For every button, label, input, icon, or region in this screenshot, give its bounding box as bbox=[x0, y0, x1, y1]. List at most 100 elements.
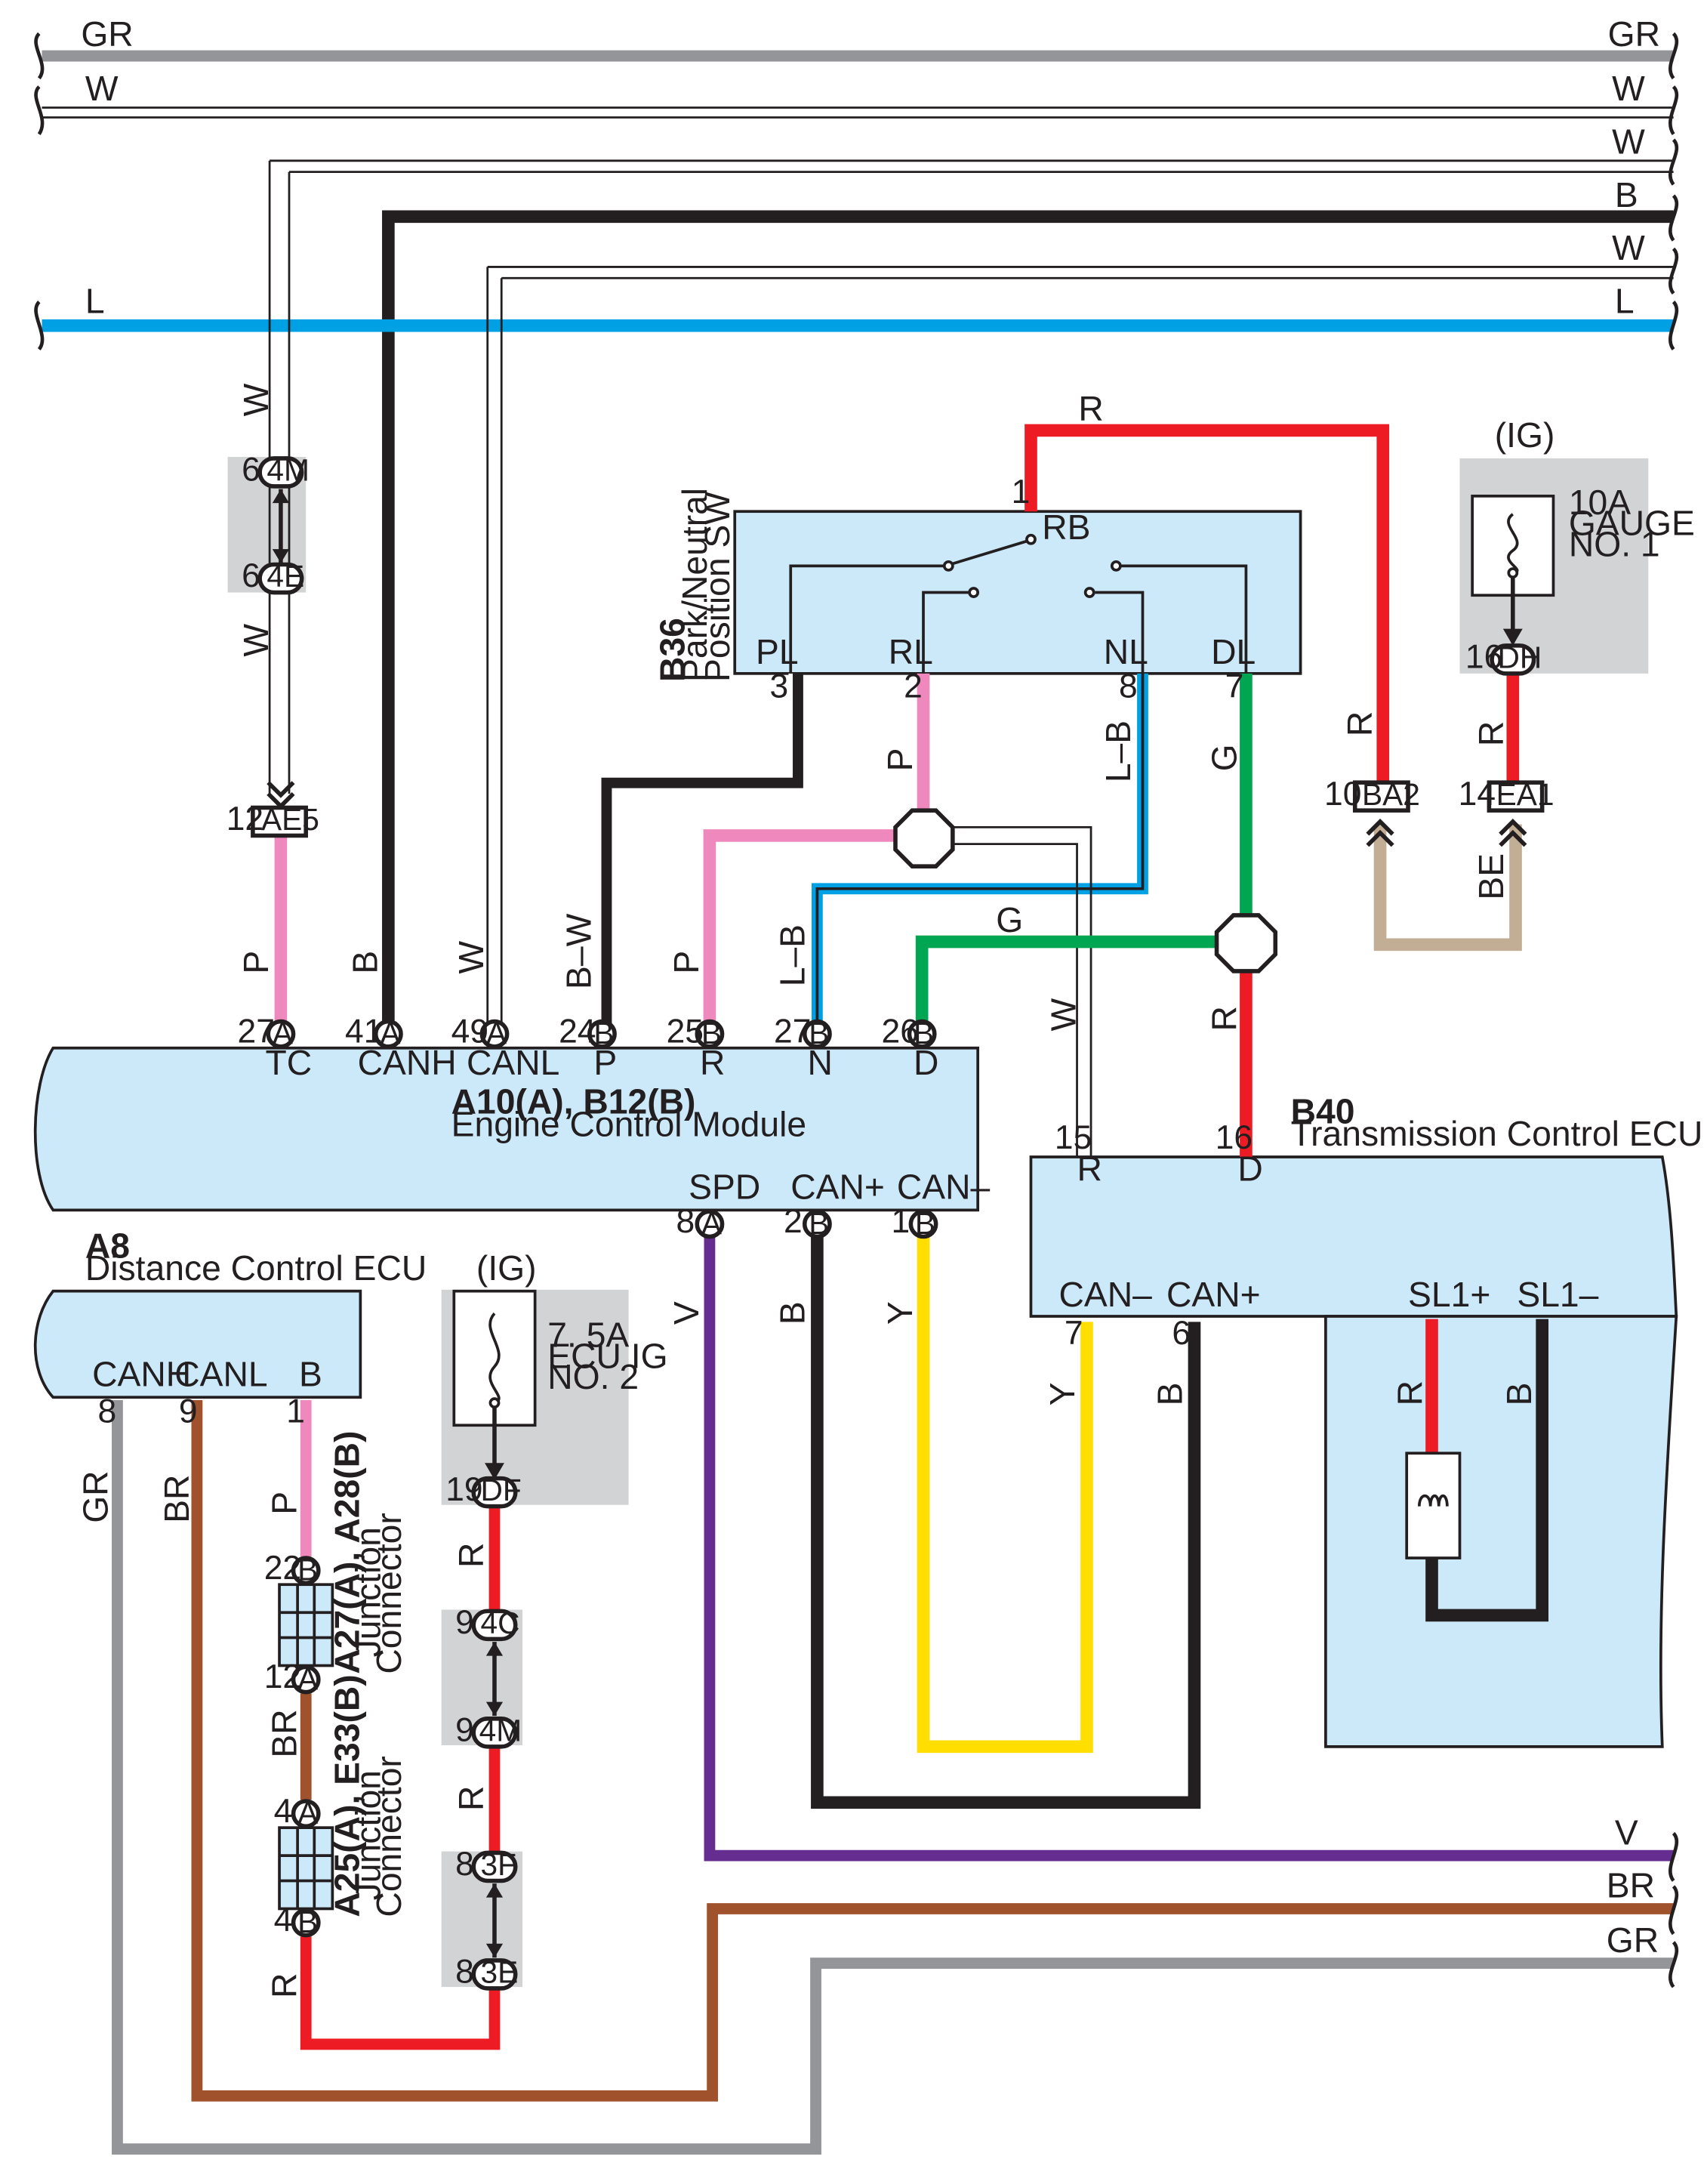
fuse-ecu-line1: 7. 5A bbox=[547, 1316, 629, 1355]
pin-7-tcu-canm: 7 bbox=[1065, 1315, 1083, 1352]
wire-y-canm bbox=[917, 1232, 1093, 1754]
wire-lb-nl bbox=[811, 673, 1148, 1027]
label-lb-n: L–B bbox=[773, 924, 812, 986]
label-bus-v-right: V bbox=[1615, 1812, 1638, 1852]
label-w-lower: W bbox=[236, 624, 276, 657]
label-bus-gr-left: GR bbox=[81, 14, 133, 54]
label-r-sl1: R bbox=[1391, 1380, 1430, 1405]
jc1-line2: Connector bbox=[369, 1513, 408, 1673]
conn-4c: 4C bbox=[480, 1606, 519, 1640]
label-be: BE bbox=[1471, 853, 1511, 900]
junction-connector-1 bbox=[278, 1583, 334, 1667]
pin-14-ea1: 14 bbox=[1459, 776, 1496, 813]
pnsw-terminal-dl: DL bbox=[1211, 632, 1256, 671]
label-y-tcu: Y bbox=[1043, 1383, 1082, 1406]
wire-g-d bbox=[915, 935, 1220, 1027]
wire-w-splice-r-b bbox=[950, 843, 1078, 1158]
park-neutral-switch-internals bbox=[789, 533, 1248, 674]
conn-ea1: EA1 bbox=[1496, 777, 1554, 812]
pin-9-4m: 9 bbox=[455, 1711, 474, 1748]
pin-10-ba2: 10 bbox=[1324, 776, 1361, 813]
link-4c-4m-up bbox=[485, 1642, 504, 1656]
transmission-control-ecu-box bbox=[1029, 1155, 1678, 1318]
pin-8-dce-canh: 8 bbox=[98, 1393, 117, 1430]
conn-ba2: BA2 bbox=[1362, 777, 1420, 812]
pin-9-dce-canl: 9 bbox=[179, 1393, 198, 1430]
label-br-jc: BR bbox=[264, 1709, 304, 1757]
pin-16-tcu-d: 16 bbox=[1216, 1119, 1253, 1156]
label-bw: B–W bbox=[559, 913, 599, 989]
label-bus-gr-right: GR bbox=[1608, 14, 1660, 54]
tcu-code: B40 bbox=[1291, 1092, 1355, 1131]
wire-p-r bbox=[703, 829, 900, 1027]
fuse-gauge-line1: 10A bbox=[1569, 483, 1631, 522]
pnsw-code: B36 bbox=[653, 618, 692, 682]
engine-control-module-box bbox=[33, 1046, 980, 1212]
label-v-spd: V bbox=[667, 1301, 706, 1325]
pin-19-df: 19 bbox=[445, 1471, 482, 1508]
pin-8-spd: 8 bbox=[676, 1203, 695, 1240]
pin-letter-tc: A bbox=[273, 1016, 294, 1050]
pin-letter-p: B bbox=[593, 1016, 614, 1050]
label-gr-canh: GR bbox=[75, 1470, 115, 1522]
pin-2-rl: 2 bbox=[904, 668, 923, 705]
pin-25-r: 25 bbox=[667, 1013, 704, 1050]
pin-letter-jc2-bottom: B bbox=[297, 1905, 318, 1939]
ecm-terminal-n: N bbox=[807, 1043, 832, 1082]
label-bus-b-right: B bbox=[1615, 175, 1638, 214]
conn-4e: 4E bbox=[267, 559, 304, 594]
pin-1-rb: 1 bbox=[1012, 474, 1031, 511]
pin-12-ae5: 12 bbox=[226, 800, 263, 838]
pin-6-4m: 6 bbox=[242, 452, 260, 489]
tcu-terminal-canp: CAN+ bbox=[1166, 1275, 1261, 1314]
label-w-r: W bbox=[1044, 998, 1083, 1032]
conn-df: DF bbox=[480, 1473, 521, 1507]
jc2-line1: Junction bbox=[348, 1770, 387, 1900]
ecm-terminal-r: R bbox=[700, 1043, 725, 1082]
pin-letter-jc1-bottom: A bbox=[297, 1661, 319, 1696]
pin-41-canh: 41 bbox=[345, 1013, 382, 1050]
label-lb-nl: L–B bbox=[1098, 720, 1138, 782]
pin-letter-n: B bbox=[809, 1016, 829, 1050]
tcu-terminal-sl1m: SL1– bbox=[1517, 1275, 1598, 1314]
pin-27-n: 27 bbox=[774, 1013, 811, 1050]
pin-letter-canm: B bbox=[915, 1206, 935, 1241]
label-br-canl: BR bbox=[157, 1475, 196, 1523]
conn-ae5: AE5 bbox=[261, 802, 319, 837]
ecm-terminal-tc: TC bbox=[266, 1043, 313, 1082]
junction-connector-2 bbox=[278, 1826, 334, 1911]
wire-be bbox=[1373, 824, 1522, 952]
splice-p-w bbox=[893, 808, 955, 868]
label-bus-l-left: L bbox=[85, 281, 105, 320]
label-bus-l-right: L bbox=[1615, 281, 1635, 320]
pin-3-pl: 3 bbox=[769, 668, 788, 705]
wire-v-spd bbox=[704, 1232, 1674, 1862]
ecm-terminal-d: D bbox=[914, 1043, 938, 1082]
label-bus-br-right: BR bbox=[1607, 1866, 1655, 1905]
pin-1-canm: 1 bbox=[891, 1203, 910, 1240]
ecm-code: A10(A), B12(B) bbox=[451, 1082, 696, 1121]
tcu-terminal-canm: CAN– bbox=[1058, 1275, 1152, 1314]
label-b-sl1: B bbox=[1499, 1383, 1539, 1406]
jc1-line1: Junction bbox=[348, 1527, 387, 1657]
wire-gr-canh bbox=[112, 1399, 1674, 2155]
connector-rects bbox=[251, 780, 1545, 838]
label-p-dce: P bbox=[264, 1491, 304, 1515]
fuse-ecu-line3: NO. 2 bbox=[547, 1357, 639, 1396]
tcu-terminal-r: R bbox=[1077, 1149, 1102, 1188]
pnsw-name-line1: Park/Neutral bbox=[675, 488, 714, 682]
tcu-terminal-d: D bbox=[1237, 1149, 1262, 1188]
label-r-d: R bbox=[1204, 1006, 1243, 1031]
label-r-jc: R bbox=[264, 1973, 304, 1997]
pin-22-jc1: 22 bbox=[264, 1550, 301, 1587]
pnsw-name-line2: Position SW bbox=[698, 492, 737, 682]
label-r-df: R bbox=[451, 1543, 491, 1568]
label-w-upper: W bbox=[236, 383, 276, 416]
pin-letter-jc1-top: B bbox=[297, 1553, 318, 1587]
pin-8-3f: 8 bbox=[455, 1846, 474, 1883]
label-g-horiz: G bbox=[996, 900, 1023, 939]
conn-dh: DH bbox=[1497, 640, 1542, 674]
jc2-line2: Connector bbox=[369, 1756, 408, 1917]
link-3f-3e-up bbox=[485, 1883, 504, 1898]
pin-8-nl: 8 bbox=[1119, 668, 1138, 705]
